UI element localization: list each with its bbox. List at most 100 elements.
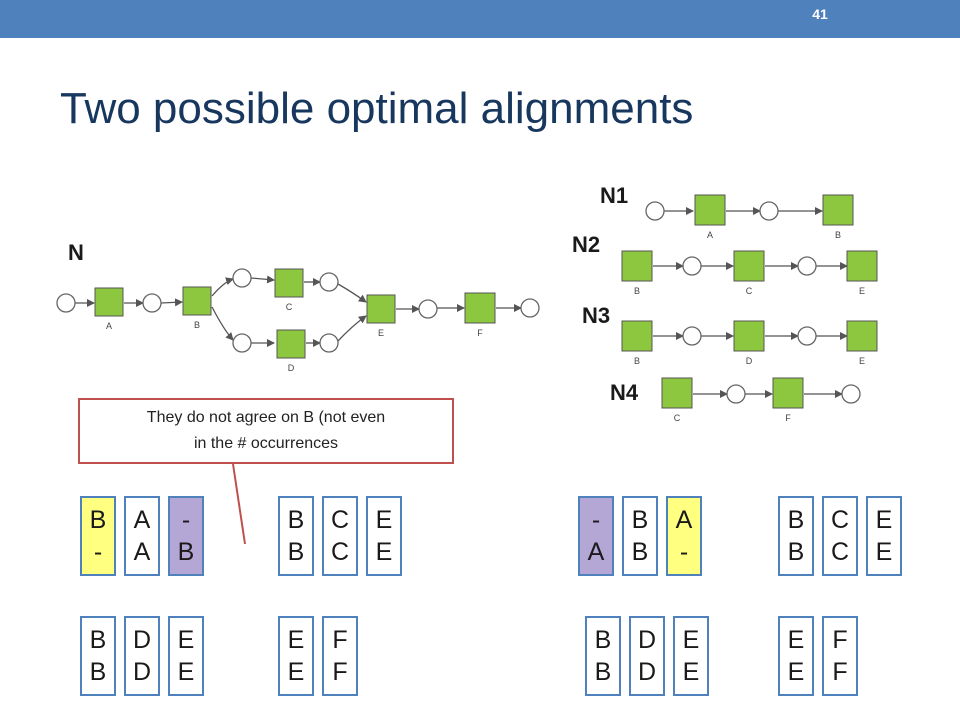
move-log-label: D bbox=[637, 626, 657, 654]
alignment1-move: B- bbox=[80, 496, 116, 576]
net-transitions bbox=[94, 194, 878, 409]
move-log-label: C bbox=[330, 506, 350, 534]
callout-line-2: in the # occurrences bbox=[193, 435, 339, 452]
n-place bbox=[232, 333, 252, 353]
net-arcs bbox=[75, 207, 848, 398]
n-transition-f bbox=[464, 292, 496, 324]
callout-note: They do not agree on B (not even in the … bbox=[78, 398, 454, 464]
n2-transition-e-label: E bbox=[859, 286, 865, 296]
move-model-label: - bbox=[93, 538, 103, 566]
n1-transition-b-label: B bbox=[835, 230, 841, 240]
n-transition-f-label: F bbox=[477, 328, 483, 338]
n1-transition-a bbox=[694, 194, 726, 226]
n-arc bbox=[337, 283, 367, 303]
net-label-n4: N4 bbox=[610, 380, 639, 405]
n2-transition-e bbox=[846, 250, 878, 282]
move-model-label: E bbox=[875, 538, 893, 566]
move-model-label: B bbox=[177, 538, 195, 566]
move-log-label: E bbox=[787, 626, 805, 654]
move-model-label: C bbox=[830, 538, 850, 566]
move-log-label: E bbox=[287, 626, 305, 654]
n3-transition-b bbox=[621, 320, 653, 352]
move-log-label: B bbox=[631, 506, 649, 534]
move-log-label: E bbox=[682, 626, 700, 654]
n-arc bbox=[211, 306, 234, 341]
alignment2-move: -A bbox=[578, 496, 614, 576]
n3-place bbox=[682, 326, 702, 346]
n-transition-c bbox=[274, 268, 304, 298]
net-label-n3: N3 bbox=[582, 303, 611, 328]
move-model-label: B bbox=[89, 658, 107, 686]
move-model-label: B bbox=[631, 538, 649, 566]
move-model-label: E bbox=[287, 658, 305, 686]
move-log-label: E bbox=[177, 626, 195, 654]
move-log-label: B bbox=[594, 626, 612, 654]
move-model-label: C bbox=[330, 538, 350, 566]
n1-place bbox=[645, 201, 665, 221]
n-transition-e-label: E bbox=[378, 328, 384, 338]
move-log-label: A bbox=[133, 506, 151, 534]
move-log-label: B bbox=[89, 626, 107, 654]
net-label-n1: N1 bbox=[600, 183, 629, 208]
n4-transition-c bbox=[661, 377, 693, 409]
n1-place bbox=[759, 201, 779, 221]
n-arc bbox=[160, 298, 183, 307]
net-label-n2: N2 bbox=[572, 232, 601, 257]
n3-transition-d bbox=[733, 320, 765, 352]
move-model-label: E bbox=[375, 538, 393, 566]
n-arc bbox=[250, 275, 275, 284]
callout-line-1: They do not agree on B (not even bbox=[146, 409, 386, 426]
move-log-label: B bbox=[287, 506, 305, 534]
move-log-label: F bbox=[832, 626, 848, 654]
n3-transition-e-label: E bbox=[859, 356, 865, 366]
n1-transition-a-label: A bbox=[707, 230, 713, 240]
move-model-label: A bbox=[587, 538, 605, 566]
top-bar: 41 bbox=[0, 0, 960, 38]
n-place-end bbox=[520, 298, 540, 318]
slide-title: Two possible optimal alignments bbox=[60, 84, 694, 133]
n-place bbox=[232, 268, 252, 288]
n-arc bbox=[337, 315, 367, 342]
n2-place bbox=[797, 256, 817, 276]
move-log-label: B bbox=[89, 506, 107, 534]
n4-transition-c-label: C bbox=[674, 413, 681, 423]
n-place bbox=[142, 293, 162, 313]
move-model-label: B bbox=[787, 538, 805, 566]
n2-transition-b bbox=[621, 250, 653, 282]
n-arc bbox=[211, 277, 234, 297]
alignment1-move: -B bbox=[168, 496, 204, 576]
n2-transition-c bbox=[733, 250, 765, 282]
move-log-label: - bbox=[181, 506, 191, 534]
slide-number: 41 bbox=[812, 6, 828, 22]
move-log-label: - bbox=[591, 506, 601, 534]
move-log-label: B bbox=[787, 506, 805, 534]
n-place bbox=[418, 299, 438, 319]
n3-transition-d-label: D bbox=[746, 356, 753, 366]
n-transition-a bbox=[94, 287, 124, 317]
move-log-label: E bbox=[875, 506, 893, 534]
move-model-label: E bbox=[177, 658, 195, 686]
move-log-label: A bbox=[675, 506, 693, 534]
move-log-label: D bbox=[132, 626, 152, 654]
n-transition-d-label: D bbox=[288, 363, 295, 373]
n-transition-b-label: B bbox=[194, 320, 200, 330]
n3-transition-e bbox=[846, 320, 878, 352]
move-model-label: D bbox=[637, 658, 657, 686]
move-model-label: D bbox=[132, 658, 152, 686]
n-place bbox=[319, 333, 339, 353]
